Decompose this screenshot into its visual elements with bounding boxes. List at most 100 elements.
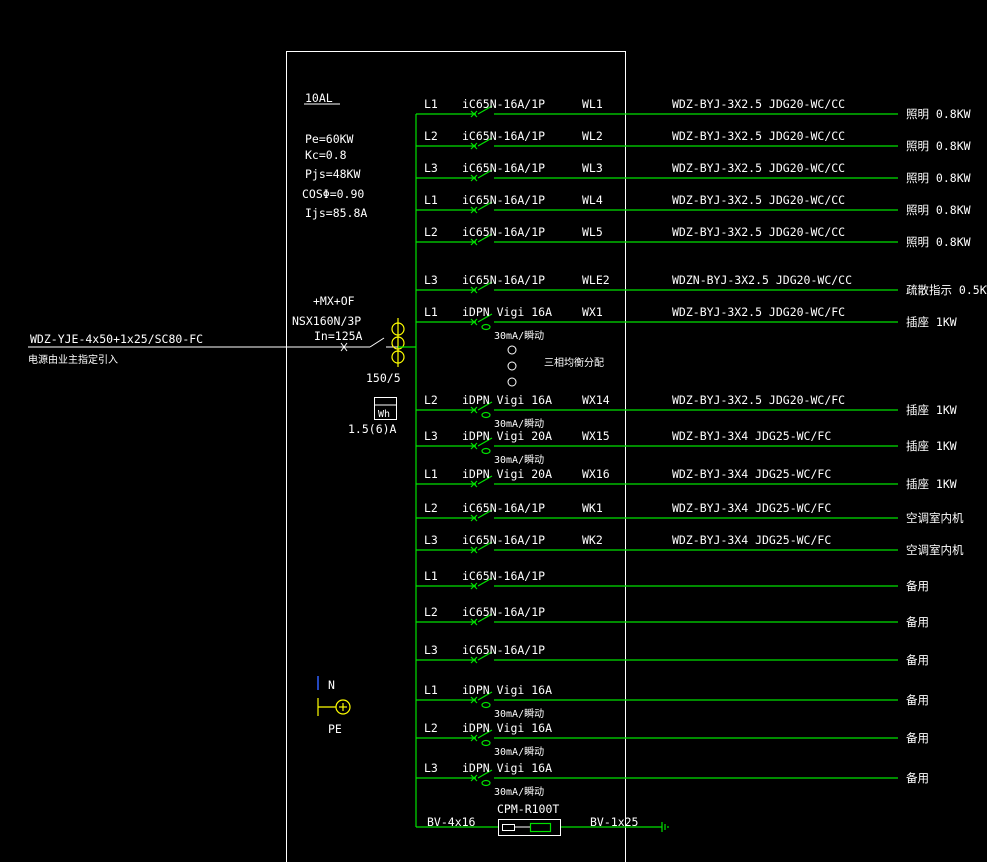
branch-load-label: 备用 bbox=[906, 615, 929, 629]
branch-breaker-cross bbox=[470, 206, 478, 214]
main-breaker-accessory: +MX+OF bbox=[313, 294, 355, 308]
branch-switch-blade bbox=[477, 475, 493, 485]
branch-breaker-label: iC65N-16A/1P bbox=[462, 643, 545, 657]
branch-switch-blade bbox=[477, 313, 493, 323]
main-breaker-model: NSX160N/3P bbox=[292, 314, 361, 328]
branch-cable-label: WDZ-BYJ-3X2.5 JDG20-WC/CC bbox=[672, 161, 845, 175]
panel-name: 10AL bbox=[305, 91, 333, 105]
branch-breaker-cross bbox=[470, 318, 478, 326]
branch-circuit-id: WK1 bbox=[582, 501, 603, 515]
branch-breaker-label: iC65N-16A/1P bbox=[462, 273, 545, 287]
branch-breaker-label: iC65N-16A/1P bbox=[462, 569, 545, 583]
branch-circuit-id: WX14 bbox=[582, 393, 610, 407]
branch-rcd-symbol bbox=[481, 701, 491, 709]
branch-breaker-cross bbox=[470, 174, 478, 182]
branch-load-label: 照明 0.8KW bbox=[906, 235, 971, 249]
branch-load-label: 插座 1KW bbox=[906, 315, 957, 329]
branch-breaker-cross bbox=[470, 696, 478, 704]
branch-breaker-cross bbox=[470, 110, 478, 118]
branch-phase: L1 bbox=[424, 193, 438, 207]
branch-rcd-label: 30mA/瞬动 bbox=[494, 453, 544, 466]
branch-breaker-cross bbox=[470, 582, 478, 590]
branch-phase: L2 bbox=[424, 501, 438, 515]
spd-model: CPM-R100T bbox=[497, 802, 559, 816]
branch-breaker-cross bbox=[470, 442, 478, 450]
branch-rcd-symbol bbox=[481, 323, 491, 331]
branch-switch-blade bbox=[477, 577, 493, 587]
branch-breaker-label: iC65N-16A/1P bbox=[462, 501, 545, 515]
branch-breaker-cross bbox=[470, 480, 478, 488]
branch-cable-label: WDZ-BYJ-3X4 JDG25-WC/FC bbox=[672, 467, 831, 481]
panel-enclosure bbox=[286, 51, 626, 862]
branch-breaker-cross bbox=[470, 656, 478, 664]
branch-switch-blade bbox=[477, 651, 493, 661]
branch-cable-label: WDZ-BYJ-3X2.5 JDG20-WC/CC bbox=[672, 225, 845, 239]
branch-switch-blade bbox=[477, 509, 493, 519]
branch-cable-label: WDZ-BYJ-3X2.5 JDG20-WC/CC bbox=[672, 97, 845, 111]
branch-breaker-label: iC65N-16A/1P bbox=[462, 97, 545, 111]
branch-switch-blade bbox=[477, 541, 493, 551]
branch-load-label: 插座 1KW bbox=[906, 439, 957, 453]
branch-switch-blade bbox=[477, 729, 493, 739]
branch-switch-blade bbox=[477, 401, 493, 411]
branch-circuit-id: WX15 bbox=[582, 429, 610, 443]
branch-load-label: 疏散指示 0.5KW bbox=[906, 283, 987, 297]
branch-switch-blade bbox=[477, 169, 493, 179]
branch-load-label: 照明 0.8KW bbox=[906, 203, 971, 217]
branch-phase: L2 bbox=[424, 393, 438, 407]
branch-breaker-label: iC65N-16A/1P bbox=[462, 533, 545, 547]
branch-circuit-id: WL2 bbox=[582, 129, 603, 143]
branch-switch-blade bbox=[477, 137, 493, 147]
branch-load-label: 空调室内机 bbox=[906, 511, 964, 525]
branch-rcd-symbol bbox=[481, 779, 491, 787]
panel-cos: COSΦ=0.90 bbox=[302, 187, 364, 201]
branch-load-label: 照明 0.8KW bbox=[906, 139, 971, 153]
panel-kc: Kc=0.8 bbox=[305, 148, 347, 162]
branch-breaker-label: iDPN Vigi 16A bbox=[462, 683, 552, 697]
branch-switch-blade bbox=[477, 769, 493, 779]
branch-circuit-id: WX1 bbox=[582, 305, 603, 319]
branch-rcd-label: 30mA/瞬动 bbox=[494, 417, 544, 430]
branch-circuit-id: WLE2 bbox=[582, 273, 610, 287]
branch-load-label: 备用 bbox=[906, 579, 929, 593]
ground-icon bbox=[661, 822, 669, 832]
branch-circuit-id: WK2 bbox=[582, 533, 603, 547]
branch-cable-label: WDZ-BYJ-3X4 JDG25-WC/FC bbox=[672, 501, 831, 515]
branch-switch-blade bbox=[477, 281, 493, 291]
branch-phase: L2 bbox=[424, 605, 438, 619]
branch-load-label: 插座 1KW bbox=[906, 477, 957, 491]
branch-phase: L3 bbox=[424, 533, 438, 547]
branch-phase: L3 bbox=[424, 161, 438, 175]
branch-cable-label: WDZ-BYJ-3X4 JDG25-WC/FC bbox=[672, 533, 831, 547]
branch-load-label: 插座 1KW bbox=[906, 403, 957, 417]
spd-box bbox=[498, 819, 561, 836]
incoming-source-note: 电源由业主指定引入 bbox=[28, 353, 118, 366]
branch-breaker-label: iDPN Vigi 16A bbox=[462, 305, 552, 319]
branch-cable-label: WDZ-BYJ-3X2.5 JDG20-WC/CC bbox=[672, 129, 845, 143]
phase-balance-dots bbox=[507, 345, 517, 387]
branch-breaker-label: iDPN Vigi 20A bbox=[462, 467, 552, 481]
branch-breaker-label: iDPN Vigi 20A bbox=[462, 429, 552, 443]
branch-switch-blade bbox=[477, 105, 493, 115]
branch-phase: L3 bbox=[424, 761, 438, 775]
pe-terminal-symbol bbox=[317, 698, 351, 716]
incoming-cable-label: WDZ-YJE-4x50+1x25/SC80-FC bbox=[30, 332, 203, 346]
energy-meter-label: Wh bbox=[378, 409, 390, 420]
branch-load-label: 空调室内机 bbox=[906, 543, 964, 557]
branch-circuit-id: WL1 bbox=[582, 97, 603, 111]
branch-rcd-label: 30mA/瞬动 bbox=[494, 707, 544, 720]
branch-phase: L2 bbox=[424, 225, 438, 239]
branch-phase: L3 bbox=[424, 429, 438, 443]
branch-phase: L2 bbox=[424, 129, 438, 143]
branch-phase: L1 bbox=[424, 569, 438, 583]
spd-fuse bbox=[502, 824, 515, 831]
pe-label: PE bbox=[328, 722, 342, 736]
branch-breaker-cross bbox=[470, 774, 478, 782]
branch-switch-blade bbox=[477, 437, 493, 447]
branch-load-label: 备用 bbox=[906, 731, 929, 745]
branch-circuit-id: WL5 bbox=[582, 225, 603, 239]
branch-switch-blade bbox=[477, 691, 493, 701]
branch-cable-label: WDZ-BYJ-3X2.5 JDG20-WC/CC bbox=[672, 193, 845, 207]
